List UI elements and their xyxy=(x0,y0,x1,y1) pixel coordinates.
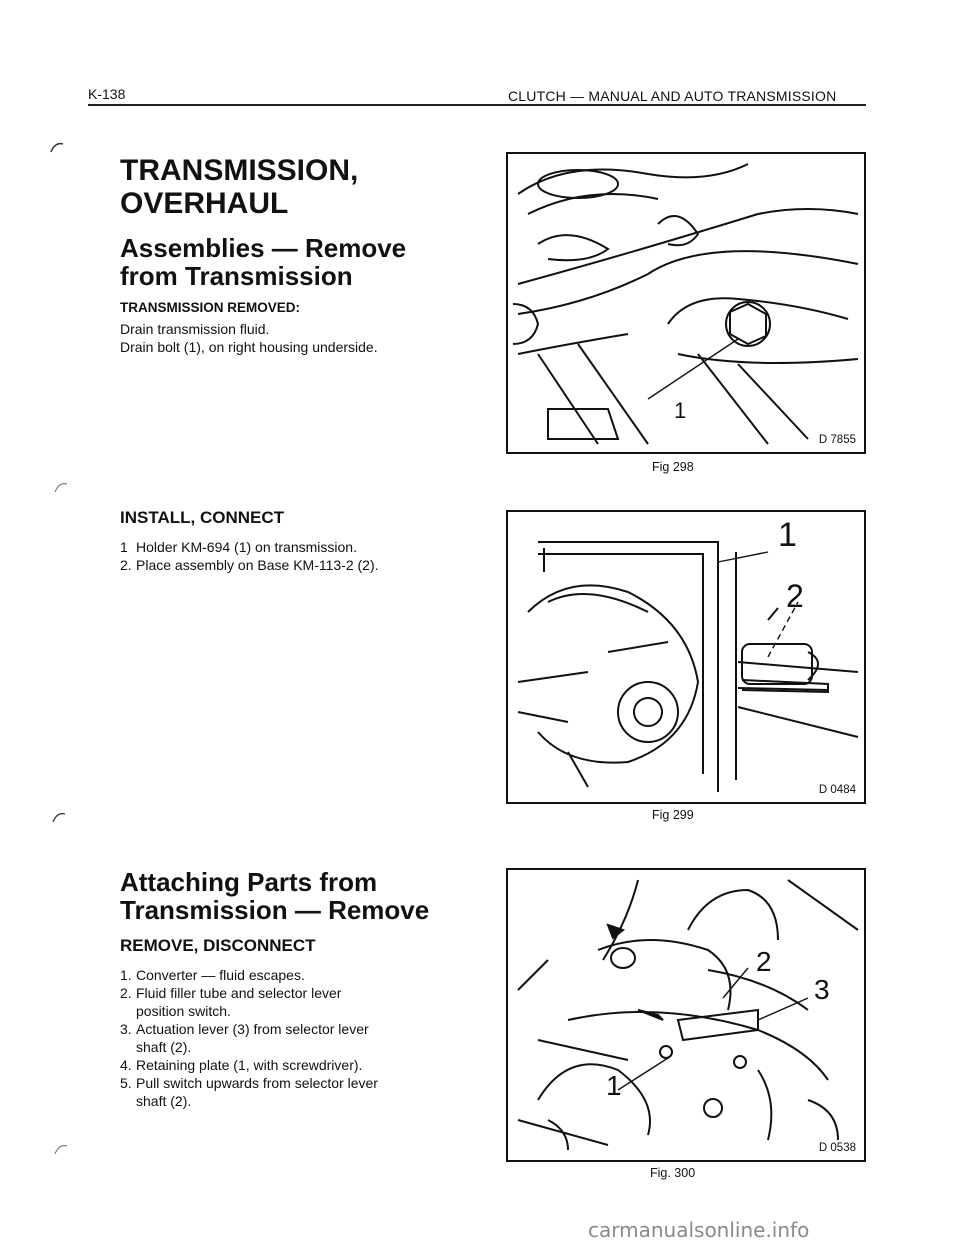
list-item: 5.Pull switch upwards from selector leve… xyxy=(120,1075,378,1109)
figure-caption: Fig 299 xyxy=(652,808,694,822)
figure-299: 1 2 D 0484 xyxy=(506,510,866,804)
list-item: 2.Place assembly on Base KM-113-2 (2). xyxy=(120,557,379,573)
subsection-title-line: Attaching Parts from xyxy=(120,867,378,897)
callout-label: 2 xyxy=(756,946,772,977)
figure-drawing xyxy=(517,879,859,1151)
instruction-line: Drain bolt (1), on right housing undersi… xyxy=(120,339,378,355)
subsection-title-line: Transmission — Remove xyxy=(120,895,430,925)
step-heading: TRANSMISSION REMOVED: xyxy=(120,300,301,315)
margin-mark xyxy=(50,142,64,153)
figure-caption: Fig. 300 xyxy=(650,1166,696,1180)
figure-code: D 7855 xyxy=(818,434,856,446)
figure-drawing xyxy=(512,163,859,445)
instruction-line: Drain transmission fluid. xyxy=(120,321,270,337)
callout-label: 3 xyxy=(814,974,830,1005)
figure-code: D 0538 xyxy=(818,1142,856,1154)
subsection-title-line: Assemblies — Remove xyxy=(120,233,407,263)
step-heading: INSTALL, CONNECT xyxy=(120,508,285,527)
list-item: 3.Actuation lever (3) from selector leve… xyxy=(120,1021,369,1055)
callout-label: 2 xyxy=(786,578,804,614)
running-title: CLUTCH — MANUAL AND AUTO TRANSMISSION xyxy=(508,88,837,104)
figure-code: D 0484 xyxy=(818,784,856,796)
callout-label: 1 xyxy=(674,398,687,423)
figure-drawing xyxy=(517,541,859,792)
page-number: K-138 xyxy=(88,86,126,102)
list-item: 4.Retaining plate (1, with screwdriver). xyxy=(120,1057,363,1073)
section-title: TRANSMISSION, OVERHAUL xyxy=(120,154,358,220)
figure-298: 1 D 7855 xyxy=(506,152,866,454)
figure-300: 2 3 1 D 0538 xyxy=(506,868,866,1162)
section-title-line: OVERHAUL xyxy=(120,187,289,220)
instruction-list: 1.Converter — fluid escapes. 2.Fluid fil… xyxy=(120,966,378,1110)
watermark: carmanualsonline.info xyxy=(588,1218,810,1242)
margin-mark xyxy=(54,1145,68,1155)
callout-label: 1 xyxy=(606,1070,622,1101)
subsection-title: Assemblies — Remove from Transmission xyxy=(120,234,406,290)
instruction-block: Drain transmission fluid. Drain bolt (1)… xyxy=(120,320,378,356)
step-heading: REMOVE, DISCONNECT xyxy=(120,936,316,955)
callout-label: 1 xyxy=(778,516,797,554)
margin-mark xyxy=(54,483,68,493)
figure-caption: Fig 298 xyxy=(652,460,694,474)
list-item: 1.Converter — fluid escapes. xyxy=(120,967,305,983)
subsection-title-line: from Transmission xyxy=(120,261,353,291)
header-rule xyxy=(88,104,866,106)
section-title-line: TRANSMISSION, xyxy=(120,154,359,187)
subsection-title: Attaching Parts from Transmission — Remo… xyxy=(120,868,429,924)
margin-mark xyxy=(52,813,66,823)
